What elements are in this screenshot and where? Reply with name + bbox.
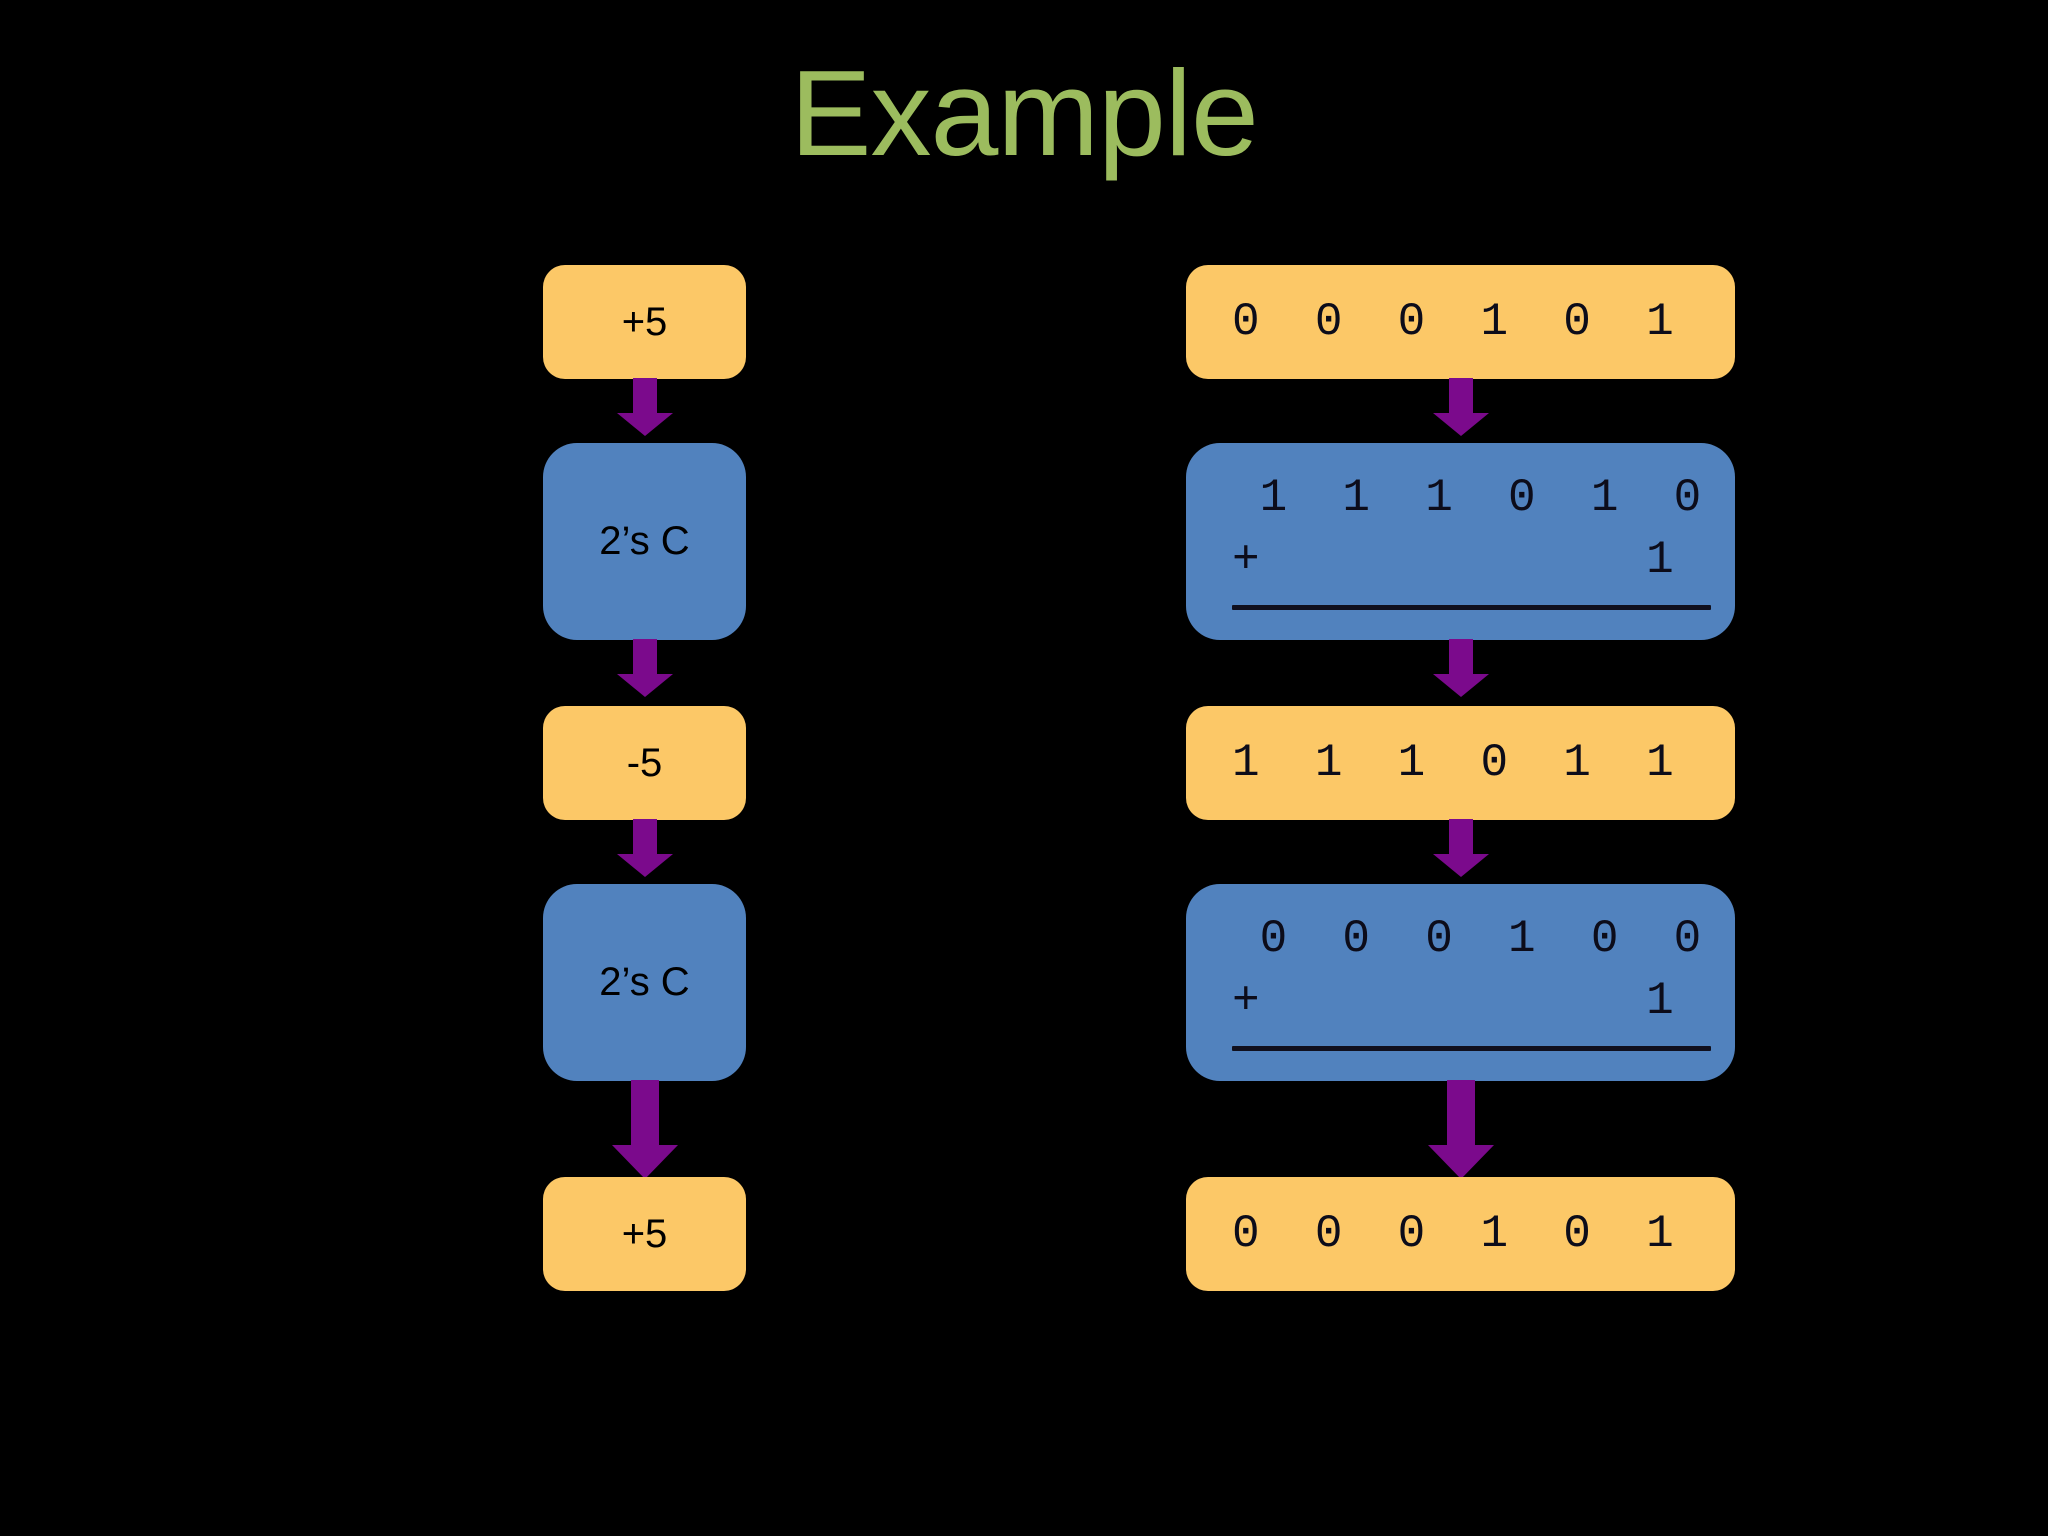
arrow-down-icon <box>1428 1080 1494 1179</box>
sum-rule <box>1232 1046 1711 1051</box>
bits-container: 1 1 1 0 1 1 <box>1186 706 1735 820</box>
arrow-down-icon <box>617 378 673 436</box>
sum-rule <box>1232 605 1711 610</box>
bit-row: 1 1 1 0 1 1 <box>1232 737 1674 789</box>
left-step-box-plus5-initial: +5 <box>543 265 746 379</box>
arrow-down-icon <box>1433 378 1489 436</box>
bit-row: 0 0 0 1 0 1 <box>1232 1208 1674 1260</box>
bit-row-addend: + 1 <box>1232 534 1674 586</box>
left-step-label: 2’s C <box>599 960 690 1004</box>
bit-row-operand: 1 1 1 0 1 0 <box>1232 472 1702 524</box>
arrow-down-icon <box>1433 639 1489 697</box>
arrow-down-icon <box>612 1080 678 1179</box>
bits-container: 1 1 1 0 1 0 + 1 <box>1186 443 1735 640</box>
bits-container: 0 0 0 1 0 1 <box>1186 1177 1735 1291</box>
bits-container: 0 0 0 1 0 1 <box>1186 265 1735 379</box>
left-step-box-minus5: -5 <box>543 706 746 820</box>
bit-row-operand: 0 0 0 1 0 0 <box>1232 913 1702 965</box>
bits-container: 0 0 0 1 0 0 + 1 <box>1186 884 1735 1081</box>
left-step-label: -5 <box>626 740 663 785</box>
arrow-down-icon <box>617 639 673 697</box>
bit-row: 0 0 0 1 0 1 <box>1232 296 1674 348</box>
right-step-box-bits-negative: 1 1 1 0 1 1 <box>1186 706 1735 820</box>
left-step-label: 2’s C <box>599 519 690 563</box>
page-title: Example <box>790 45 1259 181</box>
arrow-down-icon <box>1433 819 1489 877</box>
bit-row-addend: + 1 <box>1232 975 1674 1027</box>
right-step-box-bits-initial: 0 0 0 1 0 1 <box>1186 265 1735 379</box>
right-step-box-bits-final: 0 0 0 1 0 1 <box>1186 1177 1735 1291</box>
left-step-box-twos-complement-1: 2’s C <box>543 443 746 640</box>
left-step-box-plus5-final: +5 <box>543 1177 746 1291</box>
right-step-box-calc-1: 1 1 1 0 1 0 + 1 <box>1186 443 1735 640</box>
left-step-box-twos-complement-2: 2’s C <box>543 884 746 1081</box>
right-step-box-calc-2: 0 0 0 1 0 0 + 1 <box>1186 884 1735 1081</box>
left-step-label: +5 <box>621 1211 668 1256</box>
left-step-label: +5 <box>621 299 668 344</box>
arrow-down-icon <box>617 819 673 877</box>
